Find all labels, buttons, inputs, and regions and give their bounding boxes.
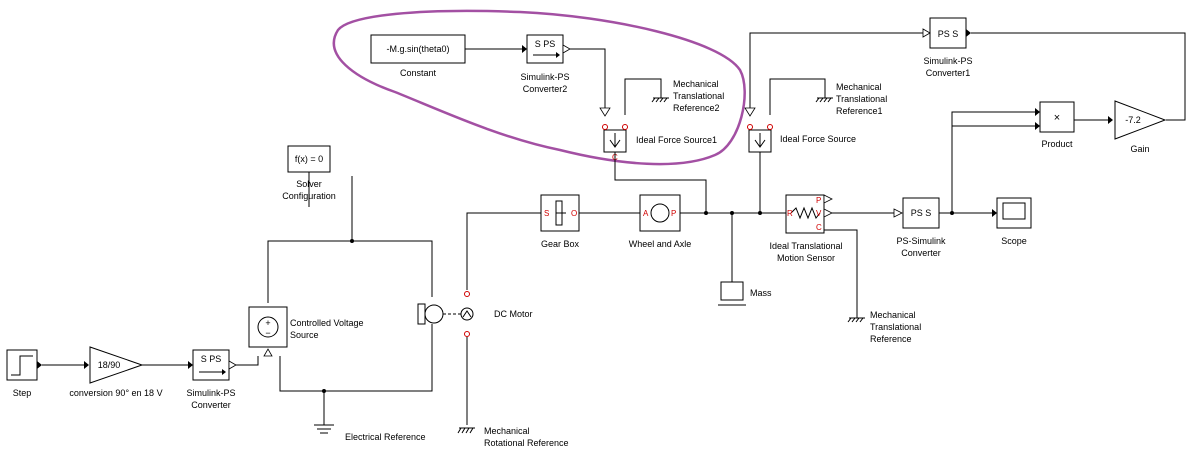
- simulink-ps-converter[interactable]: S PS: [192, 349, 237, 381]
- gain-label: Gain: [1130, 144, 1149, 154]
- psconv-label-2: Converter: [901, 248, 941, 258]
- svg-text:+: +: [265, 318, 270, 328]
- simulink-ps-converter1[interactable]: PS S: [922, 17, 971, 49]
- mechanical-translational-reference[interactable]: [847, 317, 865, 323]
- cvs-label-1: Controlled Voltage: [290, 318, 364, 328]
- sps2-icon: S PS: [535, 39, 556, 49]
- sps2-label-1: Simulink-PS: [520, 72, 569, 82]
- electrical-reference[interactable]: [314, 424, 334, 434]
- gearbox-port-o: O: [571, 209, 577, 218]
- constant-block[interactable]: -M.g.sin(theta0): [370, 34, 466, 64]
- mtr-label-3: Reference: [870, 334, 912, 344]
- sensor-label-1: Ideal Translational: [769, 241, 842, 251]
- mechanical-translational-reference1[interactable]: [769, 78, 833, 115]
- product-block[interactable]: ×: [1039, 101, 1075, 133]
- mtr2-label-3: Reference2: [673, 103, 720, 113]
- eref-label: Electrical Reference: [345, 432, 426, 442]
- mechanical-rotational-reference[interactable]: [457, 427, 475, 434]
- psconv-icon: PS S: [911, 208, 932, 218]
- mtr1-label-1: Mechanical: [836, 82, 882, 92]
- simulink-ps-converter2[interactable]: S PS: [526, 34, 571, 64]
- conversion-gain[interactable]: 18/90: [89, 346, 144, 384]
- sps-label-2: Converter: [191, 400, 231, 410]
- scope-block[interactable]: [996, 197, 1032, 229]
- mass-block[interactable]: [718, 213, 746, 306]
- psconv1-label-2: Converter1: [926, 68, 971, 78]
- gear-box[interactable]: S O: [540, 194, 580, 232]
- sps-icon: S PS: [201, 354, 222, 364]
- wheel-port-p: P: [671, 209, 676, 218]
- ideal-translational-motion-sensor[interactable]: R P V C: [785, 194, 833, 234]
- scope-label: Scope: [1001, 236, 1027, 246]
- sensor-port-r: R: [787, 209, 793, 218]
- step-block[interactable]: [6, 349, 42, 381]
- wheel-port-a: A: [643, 209, 649, 218]
- highlight-outline: [332, 9, 746, 166]
- conv-value: 18/90: [98, 360, 121, 370]
- mtr1-label-2: Translational: [836, 94, 887, 104]
- gain-block[interactable]: -7.2: [1114, 100, 1167, 140]
- mrr-label-1: Mechanical: [484, 426, 530, 436]
- dc-motor[interactable]: [417, 291, 474, 337]
- sensor-port-p: P: [816, 196, 821, 205]
- gain-value: -7.2: [1125, 115, 1141, 125]
- mtr2-label-2: Translational: [673, 91, 724, 101]
- constant-value: -M.g.sin(theta0): [386, 44, 449, 54]
- sensor-label-2: Motion Sensor: [777, 253, 835, 263]
- sensor-port-c: C: [816, 223, 822, 232]
- psconv1-label-1: Simulink-PS: [923, 56, 972, 66]
- gearbox-label: Gear Box: [541, 239, 580, 249]
- ifs1-label: Ideal Force Source1: [636, 135, 717, 145]
- sps2-label-2: Converter2: [523, 84, 568, 94]
- solver-configuration[interactable]: f(x) = 0: [287, 145, 331, 173]
- mass-label: Mass: [750, 288, 772, 298]
- step-label: Step: [13, 388, 32, 398]
- gearbox-port-s: S: [544, 209, 549, 218]
- sensor-port-v: V: [816, 209, 822, 218]
- mtr2-label-1: Mechanical: [673, 79, 719, 89]
- dcmotor-label: DC Motor: [494, 309, 533, 319]
- conv-label: conversion 90° en 18 V: [69, 388, 162, 398]
- mechanical-translational-reference2[interactable]: [624, 78, 669, 115]
- ps-simulink-converter[interactable]: PS S: [902, 197, 940, 229]
- psconv-label-1: PS-Simulink: [896, 236, 946, 246]
- svg-text:−: −: [265, 328, 270, 338]
- mrr-label-2: Rotational Reference: [484, 438, 569, 448]
- product-icon: ×: [1054, 112, 1060, 124]
- cvs-label-2: Source: [290, 330, 319, 340]
- ideal-force-source[interactable]: [747, 124, 773, 153]
- mtr-label-1: Mechanical: [870, 310, 916, 320]
- product-label: Product: [1041, 139, 1073, 149]
- ifs-label: Ideal Force Source: [780, 134, 856, 144]
- constant-label: Constant: [400, 68, 437, 78]
- mtr1-label-3: Reference1: [836, 106, 883, 116]
- sps-label-1: Simulink-PS: [186, 388, 235, 398]
- solver-value: f(x) = 0: [295, 154, 323, 164]
- psconv1-icon: PS S: [938, 29, 959, 39]
- wheel-and-axle[interactable]: A P: [639, 194, 681, 232]
- wheel-label: Wheel and Axle: [629, 239, 692, 249]
- mtr-label-2: Translational: [870, 322, 921, 332]
- controlled-voltage-source[interactable]: + −: [248, 306, 288, 357]
